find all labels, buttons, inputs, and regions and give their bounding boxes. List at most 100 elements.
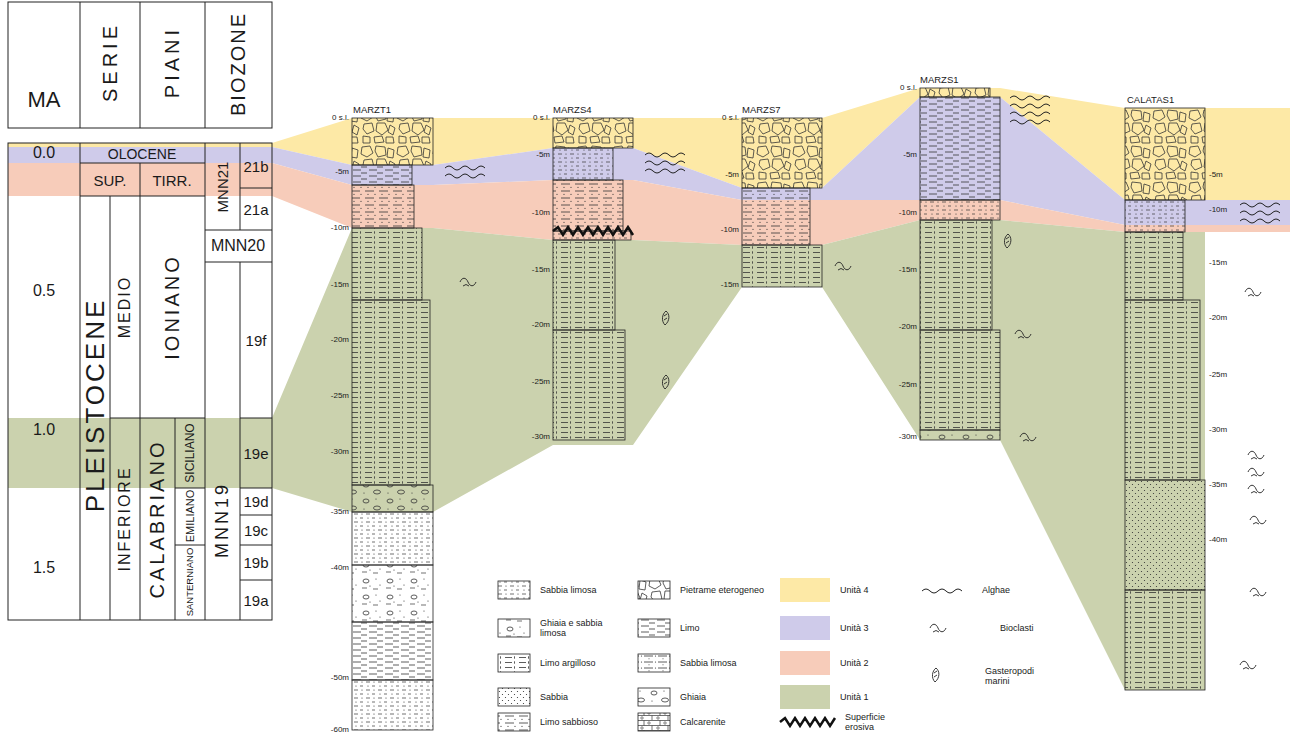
table-rule (80, 143, 81, 620)
algae-symbol (445, 174, 485, 178)
lithology-layer (1125, 200, 1185, 232)
biozone-name: MNN19 (213, 482, 231, 558)
legend-lithology-sample (498, 688, 530, 706)
lithology-layer (920, 430, 1000, 440)
depth-label: -5m (536, 151, 550, 159)
depth-label: -50m (331, 674, 349, 682)
depth-label: 0 s.l. (332, 114, 349, 122)
lithology-layer (352, 622, 433, 680)
depth-label: -10m (1209, 206, 1227, 214)
depth-label: -20m (899, 323, 917, 331)
depth-label: 0 s.l. (722, 114, 739, 122)
depth-label: -10m (899, 209, 917, 217)
age-value: 0.0 (33, 145, 55, 161)
depth-label: -25m (532, 378, 550, 386)
depth-label: -15m (1209, 259, 1227, 267)
depth-label: -60m (331, 726, 349, 734)
table-rule (175, 488, 205, 489)
stage-name: IONIANO (162, 254, 182, 359)
series-name: INFERIORE (117, 466, 133, 571)
substage-name: EMILIANO (185, 490, 196, 543)
legend-text: Pietrame eterogeneo (680, 586, 764, 595)
legend-erosion-sample (780, 718, 835, 726)
bioclast-symbol (835, 262, 851, 270)
table-rule (240, 545, 272, 546)
depth-label: -15m (899, 266, 917, 274)
gastropod-symbol (1004, 234, 1010, 248)
biozone-name: MNN21 (215, 162, 230, 213)
lithology-layer (1125, 300, 1200, 480)
table-rule (205, 230, 272, 231)
bioclast-symbol (1245, 288, 1261, 296)
legend-text: Unità 2 (840, 659, 869, 668)
depth-label: 0 s.l. (533, 114, 550, 122)
legend-text: Unità 4 (840, 586, 869, 595)
biozone-name: MNN20 (211, 238, 265, 254)
drawing-group (445, 96, 1280, 669)
depth-label: -10m (721, 226, 739, 234)
depth-label: -30m (331, 448, 349, 456)
lithology-layer (920, 220, 992, 330)
table-rule (140, 2, 141, 128)
lithology-layer (352, 165, 412, 185)
algae-symbol (1010, 120, 1050, 124)
legend-swatch (780, 578, 830, 602)
depth-label: -5m (903, 151, 917, 159)
lithology-layer (742, 188, 810, 245)
lithology-layer (352, 185, 414, 228)
lithology-layer (553, 240, 615, 330)
bioclast-symbol (1248, 451, 1264, 459)
borehole-name: CALATAS1 (1127, 95, 1174, 105)
legend-swatch (780, 651, 830, 675)
stage-name: CALABRIANO (147, 440, 167, 599)
legend-lithology-sample (638, 654, 670, 672)
age-value: 1.5 (33, 560, 55, 576)
table-rule (110, 418, 205, 419)
legend-lithology-sample (498, 619, 530, 637)
subzone-name: 19a (243, 593, 268, 608)
table-rule (175, 545, 205, 546)
bioclast-symbol (1015, 330, 1031, 338)
algae-symbol (1240, 211, 1280, 215)
subzone-name: 19f (246, 333, 267, 348)
legend-text: Bioclasti (1000, 624, 1034, 633)
bioclast-symbol (1248, 468, 1264, 476)
borehole-name: MARZS7 (742, 105, 781, 115)
substage-name: SICILIANO (184, 423, 196, 482)
legend-lithology-sample (498, 654, 530, 672)
gastropod-symbol (662, 311, 668, 325)
lithology-layer (1125, 480, 1205, 590)
gastropod-symbol (662, 375, 668, 389)
table-rule (205, 262, 272, 263)
depth-label: -20m (331, 336, 349, 344)
lithology-layer (920, 200, 1000, 220)
lithology-layer (742, 245, 822, 287)
legend-text: Ghiaia (680, 693, 706, 702)
legend-text: Sabbia limosa (540, 586, 597, 595)
drawing-group (498, 578, 962, 731)
legend-text: Alghae (982, 586, 1010, 595)
bioclast-symbol (1240, 661, 1256, 669)
legend-lithology-sample (638, 581, 670, 599)
borehole-name: MARZS4 (553, 105, 592, 115)
lithology-layer (920, 330, 1000, 430)
depth-label: -25m (1209, 371, 1227, 379)
depth-label: -10m (331, 224, 349, 232)
algae-symbol (1010, 104, 1050, 108)
algae-symbol (1240, 203, 1280, 207)
legend-swatch (780, 616, 830, 640)
series-name: SUP. (93, 173, 126, 188)
legend-lithology-sample (498, 713, 530, 731)
legend-lithology-sample (498, 581, 530, 599)
depth-label: -20m (532, 321, 550, 329)
unit-correlation-band (272, 220, 1205, 690)
lithology-layer (920, 97, 1000, 200)
legend-text: Limo sabbioso (540, 718, 598, 727)
depth-label: -15m (331, 281, 349, 289)
depth-label: -40m (331, 564, 349, 572)
depth-label: 0 s.l. (900, 84, 917, 92)
legend-text: Ghiaia e sabbia limosa (540, 618, 610, 639)
drawing-group (352, 88, 1205, 730)
subzone-name: 19d (243, 494, 268, 509)
